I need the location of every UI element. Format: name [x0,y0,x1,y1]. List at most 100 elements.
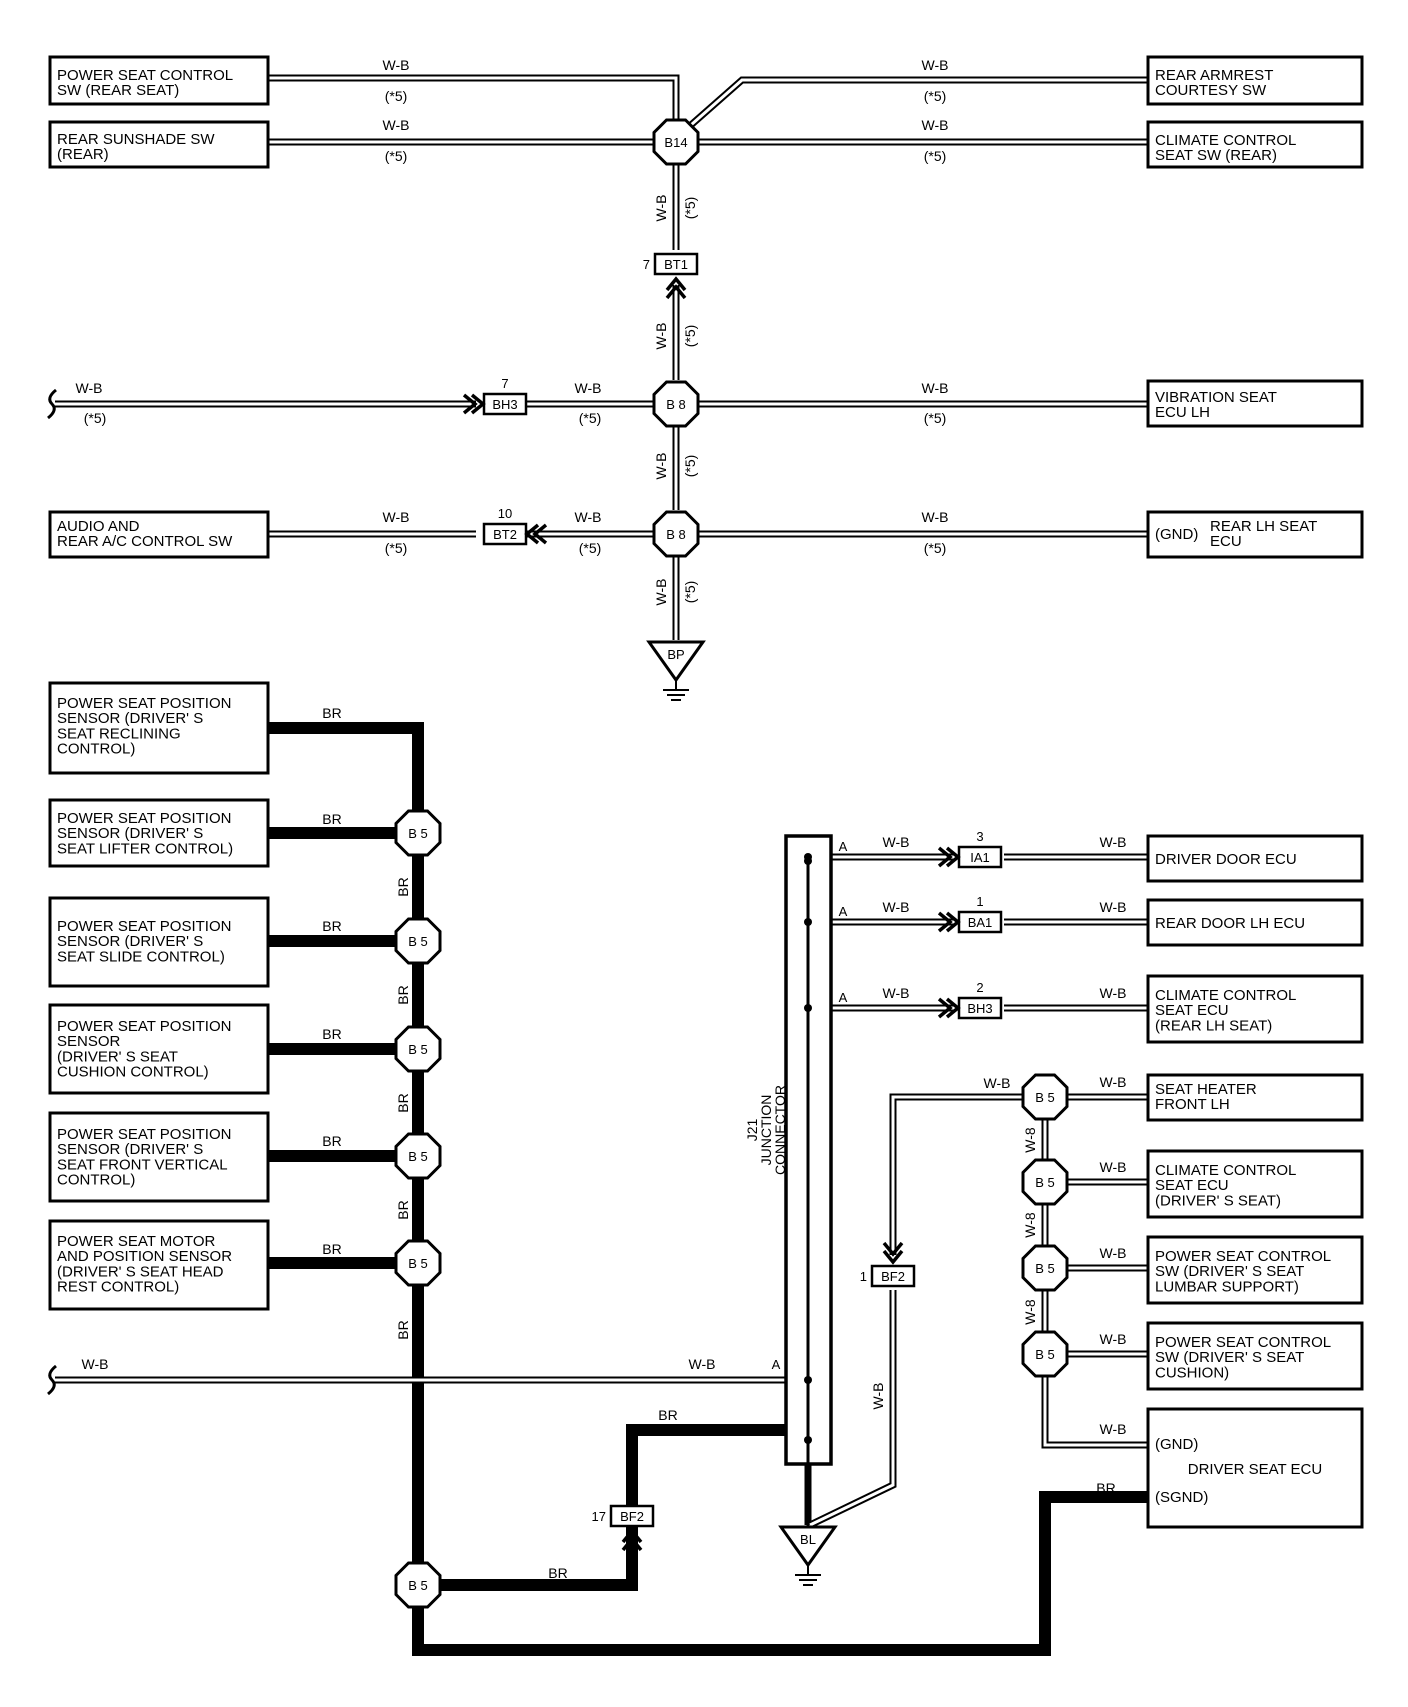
wire-color-label: W-B [1100,985,1127,1001]
psc-cushion-box-label-line: SW (DRIVER' S SEAT [1155,1349,1304,1366]
climate-control-ecu-driver-box [1146,1149,1364,1219]
psc-lumbar-box-label-line: POWER SEAT CONTROL [1155,1248,1331,1265]
power-seat-control-rear-box-label-line: POWER SEAT CONTROL [57,67,233,84]
junction-pin-a: A [839,904,848,919]
splice-node-b5-label: B 5 [408,1149,428,1164]
splice-node-b5-label: B 5 [408,1578,428,1593]
ps-motor-headrest-box-label-line: (DRIVER' S SEAT HEAD [57,1263,224,1280]
driver-seat-ecu-label: DRIVER SEAT ECU [1188,1461,1322,1478]
ps-lifter-sensor-box-label-line: SENSOR (DRIVER' S [57,825,203,842]
wire-color-label-br-vertical: BR [395,1320,411,1339]
rear-armrest-courtesy-box [1146,55,1364,106]
ps-motor-headrest-box [48,1219,270,1311]
connector-bh3-top-pin: 7 [501,376,508,391]
rear-sunshade-sw-box [48,120,270,169]
splice-node-b5-label: B 5 [408,826,428,841]
seat-heater-front-lh-box-label-line: FRONT LH [1155,1096,1230,1113]
wb-wire-driver-vertical [1041,1120,1148,1449]
wire-color-label: W-B [883,834,910,850]
splice-node-b5-right-label: B 5 [1035,1175,1055,1190]
wire-color-label-vertical: W-8 [1022,1299,1038,1325]
psc-cushion-box-label-line: POWER SEAT CONTROL [1155,1334,1331,1351]
connector-ia1-pin: 3 [976,829,983,844]
driver-seat-ecu-gnd-pin: (GND) [1155,1436,1198,1453]
note-label: (*5) [385,540,408,556]
junction-pin-a: A [772,1357,781,1372]
connector-arrow-icon [937,846,961,868]
splice-node-b5 [394,1561,442,1609]
wire-color-label: W-B [883,985,910,1001]
ps-slide-sensor-box-label-line: POWER SEAT POSITION [57,918,231,935]
connector-arrow-icon [524,523,548,545]
wire-color-label-br: BR [658,1407,677,1423]
psc-cushion-box [1146,1321,1364,1391]
ps-motor-headrest-box-label-line: AND POSITION SENSOR [57,1248,232,1265]
wire-color-label: W-B [1100,1074,1127,1090]
ps-lifter-sensor-box-label-line: SEAT LIFTER CONTROL) [57,840,233,857]
wire-color-label-vertical: W-8 [1022,1127,1038,1153]
rear-lh-seat-ecu-box-label-line: ECU [1210,533,1242,550]
splice-node-b5-label: B 5 [408,1042,428,1057]
climate-control-seat-sw-box-label-line: SEAT SW (REAR) [1155,147,1277,164]
connector-bh3-top-label: BH3 [492,397,517,412]
rear-lh-seat-ecu-box-label-line: REAR LH SEAT [1210,518,1317,535]
wire-color-label: W-B [922,117,949,133]
wire-color-label: W-B [82,1356,109,1372]
wire-color-label-br: BR [322,1026,341,1042]
wire-color-label: W-B [1100,1331,1127,1347]
driver-door-ecu-box [1146,834,1364,883]
junction-label-line: J21 [744,1119,760,1142]
splice-node-b8-lower [652,510,700,558]
wire-color-label-br-vertical: BR [395,1093,411,1112]
ps-recline-sensor-box [48,681,270,775]
wire-break-icon [47,388,57,420]
wire-color-label-vertical: W-B [653,453,669,480]
wire-color-label: W-B [383,57,410,73]
splice-dot [804,918,812,926]
wire-color-label: W-B [383,117,410,133]
connector-bf2-lower-pin: 17 [592,1509,606,1524]
connector-bf2-upper-pin: 1 [860,1269,867,1284]
ps-recline-sensor-box-label-line: POWER SEAT POSITION [57,695,231,712]
driver-seat-ecu-sgnd-pin: (SGND) [1155,1489,1208,1506]
connector-arrow-icon [882,1241,904,1265]
ps-cushion-sensor-box-label-line: CUSHION CONTROL) [57,1064,209,1081]
wire-color-label-br: BR [322,811,341,827]
climate-control-ecu-rear-lh-box-label-line: SEAT ECU [1155,1002,1229,1019]
note-label: (*5) [579,540,602,556]
rear-sunshade-sw-box-label-line: (REAR) [57,146,109,163]
splice-node-b5-right-label: B 5 [1035,1347,1055,1362]
wb-wire-power-seat-rear [250,74,680,137]
connector-bf2-upper [870,1264,916,1288]
wire-color-label-br: BR [322,1133,341,1149]
wb-wire-armrest [680,76,1148,135]
ps-cushion-sensor-box-label-line: SENSOR [57,1033,121,1050]
psc-lumbar-box [1146,1235,1364,1305]
splice-node-b5-label: B 5 [408,1256,428,1271]
splice-node-b8-upper [652,380,700,428]
splice-node-b8-upper-label: B 8 [666,397,686,412]
connector-arrow-icon [937,911,961,933]
audio-rear-ac-control-box-label-line: REAR A/C CONTROL SW [57,533,233,550]
connector-ia1-label: IA1 [970,850,990,865]
connector-bt2-pin: 10 [498,506,512,521]
splice-node-b5 [394,1025,442,1073]
ps-recline-sensor-box-label-line: SEAT RECLINING [57,725,181,742]
audio-rear-ac-control-box [48,510,270,559]
ground-bl-label: BL [800,1532,816,1547]
ps-slide-sensor-box-label-line: SEAT SLIDE CONTROL) [57,948,225,965]
note-label-vertical: (*5) [682,197,698,220]
splice-node-b5 [394,917,442,965]
wire-color-label: W-B [1100,1159,1127,1175]
note-label: (*5) [924,410,947,426]
splice-node-b5-right-label: B 5 [1035,1261,1055,1276]
splice-node-b14-label: B14 [664,135,687,150]
wire-color-label: W-B [922,380,949,396]
wire-color-label: W-B [575,380,602,396]
psc-lumbar-box-label-line: SW (DRIVER' S SEAT [1155,1263,1304,1280]
note-label-vertical: (*5) [682,581,698,604]
connector-arrow-icon [937,997,961,1019]
psc-cushion-box-label-line: CUSHION) [1155,1364,1229,1381]
